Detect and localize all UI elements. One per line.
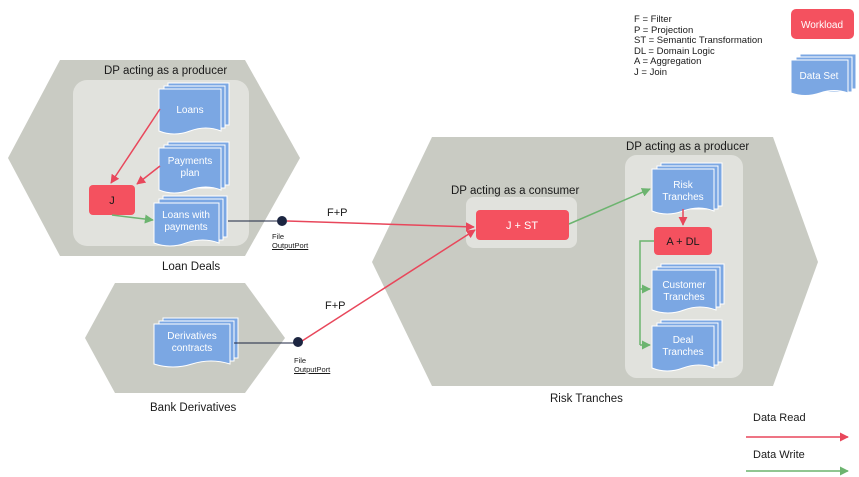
join-semantic-label: J + ST: [506, 220, 538, 232]
risk-tranches-dataset[interactable]: [651, 162, 723, 215]
bank-derivatives-output-port[interactable]: [293, 337, 303, 347]
legend-aggregation: A = Aggregation: [634, 56, 702, 68]
legend-data-read-label: Data Read: [753, 412, 806, 424]
loans-with-payments-label-1: Loans with: [162, 210, 210, 221]
join-label: J: [109, 195, 115, 207]
bank-derivatives-title: Bank Derivatives: [150, 402, 237, 414]
payments-plan-label-1: Payments: [168, 156, 212, 167]
consumer-panel-title: DP acting as a consumer: [451, 185, 580, 197]
loan-deals-title: Loan Deals: [162, 261, 221, 273]
write-edge-loans-with-payments: [111, 214, 154, 224]
derivatives-label-1: Derivatives: [167, 331, 216, 342]
risk-tranches-title: Risk Tranches: [550, 393, 623, 405]
payments-plan-dataset[interactable]: [158, 141, 230, 194]
read-edge-payments: [136, 165, 161, 185]
loan-deals-producer-title: DP acting as a producer: [104, 65, 228, 77]
read-edge-loan-deals-port: [286, 220, 475, 232]
join-semantic-workload[interactable]: [476, 210, 569, 240]
loan-deals-output-port[interactable]: [277, 216, 287, 226]
legend-projection: P = Projection: [634, 24, 694, 36]
risk-tranches-ds-label-2: Tranches: [662, 192, 703, 203]
customer-tranches-dataset[interactable]: [651, 263, 725, 314]
legend-semantic-transformation: ST = Semantic Transformation: [634, 35, 763, 47]
derivatives-contracts-dataset[interactable]: [153, 317, 239, 368]
legend-dataset-label: Data Set: [800, 71, 839, 82]
bank-derivatives-edge-label: F+P: [325, 300, 346, 312]
aggregation-label: A + DL: [666, 236, 699, 248]
write-edge-aggregation-branch: [639, 240, 654, 345]
deal-tranches-label-2: Tranches: [662, 347, 703, 358]
legend-workload-swatch: [791, 9, 854, 39]
aggregation-workload[interactable]: [654, 227, 712, 255]
read-edge-derivatives-port: [301, 229, 476, 342]
loans-with-payments-dataset[interactable]: [153, 195, 228, 247]
risk-producer-panel-title: DP acting as a producer: [626, 141, 750, 153]
bank-derivatives-port-label[interactable]: File OutputPort: [294, 356, 331, 374]
legend-dataset-swatch: [790, 53, 857, 96]
payments-plan-label-2: plan: [181, 168, 200, 179]
loans-label: Loans: [176, 105, 203, 116]
deal-tranches-label-1: Deal: [673, 335, 694, 346]
loans-dataset[interactable]: [158, 82, 230, 135]
legend-join: J = Join: [634, 66, 668, 78]
loan-deals-edge-label: F+P: [327, 207, 348, 219]
derivatives-label-2: contracts: [172, 343, 213, 354]
risk-tranches-ds-label-1: Risk: [673, 180, 693, 191]
write-edge-risk-tranches: [568, 188, 651, 225]
loans-with-payments-label-2: payments: [164, 222, 207, 233]
legend-abbreviations: F = Filter P = Projection ST = Semantic …: [634, 14, 763, 79]
deal-tranches-dataset[interactable]: [651, 319, 723, 372]
read-edge-loans: [110, 108, 161, 184]
join-workload[interactable]: [89, 185, 135, 215]
legend-data-write-label: Data Write: [753, 449, 805, 461]
risk-tranches-hexagon: [372, 137, 818, 386]
port-name: OutputPort: [272, 240, 309, 250]
port-type: File: [294, 356, 307, 365]
port-type: File: [272, 232, 285, 241]
port-name: OutputPort: [294, 364, 331, 374]
legend-filter: F = Filter: [634, 14, 672, 25]
legend-domain-logic: DL = Domain Logic: [634, 45, 715, 57]
customer-tranches-label-2: Tranches: [663, 292, 704, 303]
loan-deals-port-label[interactable]: File OutputPort: [272, 232, 309, 250]
customer-tranches-label-1: Customer: [662, 280, 706, 291]
legend-workload-label: Workload: [801, 20, 843, 31]
